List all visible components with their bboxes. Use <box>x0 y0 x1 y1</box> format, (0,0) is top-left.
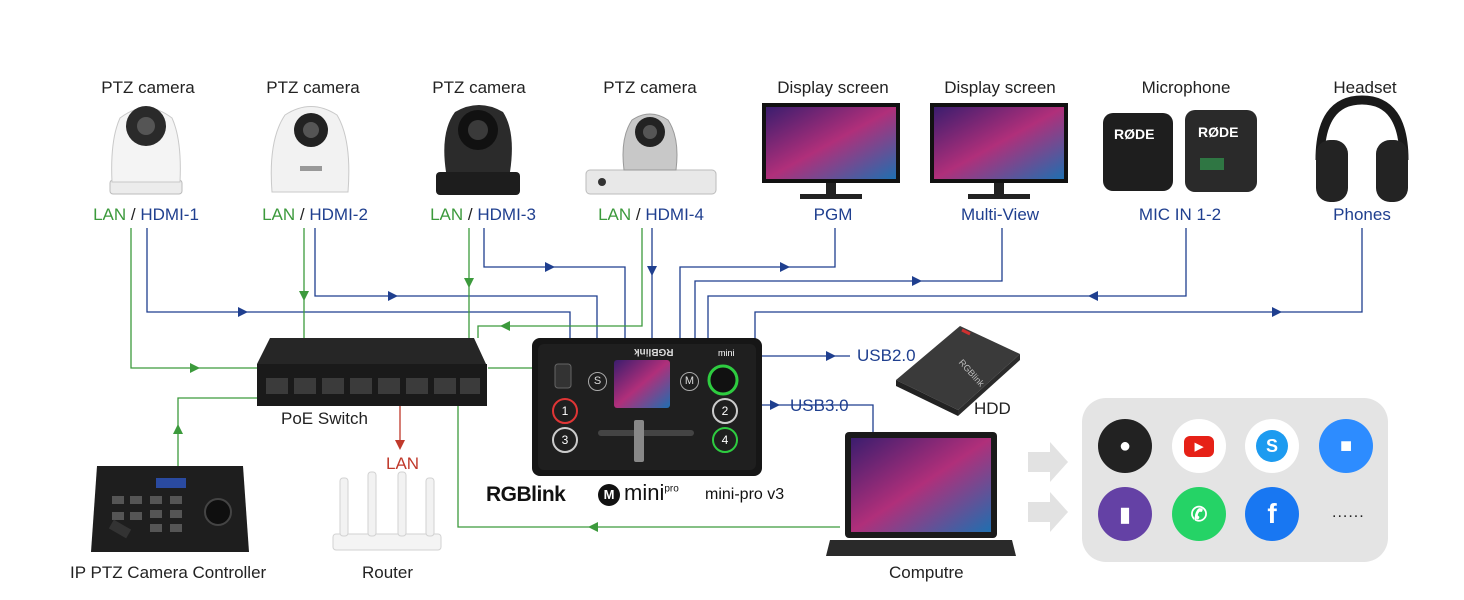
facebook-icon: f <box>1245 487 1299 541</box>
ptz-camera-3-ports: LAN / HDMI-3 <box>430 205 536 225</box>
mixer-key-s[interactable]: S <box>588 372 607 391</box>
lan-arrows <box>173 278 598 532</box>
youtube-icon: ▶ <box>1172 419 1226 473</box>
mini-m-icon: M <box>598 484 620 506</box>
display-screen-2-image <box>930 103 1068 199</box>
app-arrows <box>1028 442 1068 532</box>
controller-label: IP PTZ Camera Controller <box>70 563 267 582</box>
wire-multiview <box>694 228 1003 340</box>
ptz-camera-1-ports: LAN / HDMI-1 <box>93 205 199 225</box>
router-wire <box>395 405 405 450</box>
hdmi-label: HDMI-4 <box>645 205 704 224</box>
ptz-camera-1-title: PTZ camera <box>101 78 195 97</box>
wire-phones <box>754 228 1363 340</box>
mic-brand-1: RØDE <box>1114 126 1155 142</box>
wire-usb3 <box>762 404 874 432</box>
ptz-camera-1-image <box>109 106 183 195</box>
wire-hdmi-2 <box>314 228 598 340</box>
mic-brand-2: RØDE <box>1198 124 1239 140</box>
twitch-icon: ▮ <box>1098 487 1152 541</box>
separator: / <box>130 205 136 224</box>
mini-logo: minipro <box>624 480 679 506</box>
mixer-button-3[interactable]: 3 <box>552 427 578 453</box>
ptz-camera-3-image <box>436 105 520 195</box>
ptz-camera-4-image <box>585 113 717 195</box>
mixer-top-brand: RGBlink <box>634 346 674 357</box>
mixer-button-1[interactable]: 1 <box>552 398 578 424</box>
wire-lan-4 <box>477 228 643 338</box>
display-screen-1-title: Display screen <box>777 78 889 97</box>
mixer-image <box>532 338 762 476</box>
separator: / <box>635 205 641 224</box>
more-apps-ellipsis: ...... <box>1332 504 1365 521</box>
headset-image <box>1315 95 1409 202</box>
poe-switch-label: PoE Switch <box>281 409 368 428</box>
wire-pgm <box>679 228 836 340</box>
hdmi-label: HDMI-3 <box>477 205 536 224</box>
hdd-label: HDD <box>974 399 1011 418</box>
controller-image <box>91 466 249 552</box>
mixer-button-4[interactable]: 4 <box>712 427 738 453</box>
router-image <box>332 471 442 551</box>
zoom-icon: ■ <box>1319 419 1373 473</box>
lan-wires <box>130 228 840 528</box>
poe-switch-image <box>257 338 487 406</box>
ptz-camera-4-ports: LAN / HDMI-4 <box>598 205 704 225</box>
skype-icon: S <box>1245 419 1299 473</box>
rgblink-logo: RGBlink <box>486 483 566 506</box>
lan-label: LAN <box>93 205 127 224</box>
microphone-image <box>1103 110 1257 192</box>
mixer-button-2[interactable]: 2 <box>712 398 738 424</box>
separator: / <box>467 205 473 224</box>
mixer-key-m[interactable]: M <box>680 372 699 391</box>
mixer-panel-logo: mini <box>718 348 735 358</box>
headset-title: Headset <box>1333 78 1397 97</box>
hdd-image <box>896 326 1020 416</box>
mini-logo-sup: pro <box>664 483 679 495</box>
wire-controller <box>177 397 258 466</box>
wire-hdmi-3 <box>483 228 626 340</box>
hdmi-label: HDMI-1 <box>140 205 199 224</box>
router-lan-label: LAN <box>386 454 420 473</box>
hdmi-arrows <box>238 262 1282 410</box>
ptz-camera-2-ports: LAN / HDMI-2 <box>262 205 368 225</box>
mixer-model-label: mini-pro v3 <box>705 486 785 503</box>
multiview-port-label: Multi-View <box>960 205 1040 224</box>
mic-port-label: MIC IN 1-2 <box>1138 205 1222 224</box>
wire-mic <box>707 228 1187 340</box>
wire-lan-1 <box>130 228 258 369</box>
laptop-image <box>826 432 1016 556</box>
wire-computer-lan <box>457 405 840 528</box>
ptz-camera-2-image <box>270 106 350 193</box>
computer-label: Computre <box>889 563 964 582</box>
router-label: Router <box>362 563 414 582</box>
lan-label: LAN <box>598 205 632 224</box>
lan-label: LAN <box>430 205 464 224</box>
microphone-title: Microphone <box>1141 78 1231 97</box>
display-screen-2-title: Display screen <box>944 78 1056 97</box>
hdmi-label: HDMI-2 <box>309 205 368 224</box>
usb2-label: USB2.0 <box>857 346 916 365</box>
pgm-port-label: PGM <box>813 205 853 224</box>
usb3-label: USB3.0 <box>790 396 849 415</box>
obs-icon: ● <box>1098 419 1152 473</box>
lan-label: LAN <box>262 205 296 224</box>
mini-logo-text: mini <box>624 480 665 505</box>
separator: / <box>299 205 305 224</box>
ptz-camera-3-title: PTZ camera <box>432 78 526 97</box>
ptz-camera-4-title: PTZ camera <box>603 78 697 97</box>
display-screen-1-image <box>762 103 900 199</box>
phones-port-label: Phones <box>1333 205 1391 224</box>
ptz-camera-2-title: PTZ camera <box>266 78 360 97</box>
whatsapp-icon: ✆ <box>1172 487 1226 541</box>
